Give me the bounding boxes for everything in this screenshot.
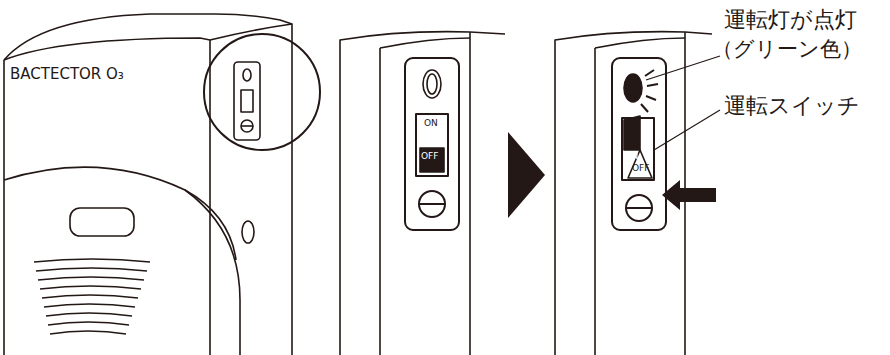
front-shell bbox=[4, 167, 240, 355]
device-side-edge bbox=[209, 40, 211, 355]
speaker-grille bbox=[34, 259, 150, 334]
brand-name: BACTECTOR O₃ bbox=[10, 66, 124, 83]
side-switch bbox=[241, 90, 253, 112]
side-control-strip bbox=[234, 62, 260, 140]
control-strip bbox=[405, 58, 459, 230]
device-outline bbox=[4, 14, 292, 355]
lamp-lit bbox=[624, 74, 642, 102]
control-strip bbox=[612, 58, 666, 230]
panel-edge bbox=[595, 38, 685, 48]
press-arrow bbox=[662, 180, 716, 210]
grille-slot bbox=[38, 277, 144, 280]
grille-slot bbox=[40, 286, 141, 289]
side-socket bbox=[242, 221, 254, 243]
callout-label: 運転灯が点灯 bbox=[724, 8, 857, 32]
side-screw bbox=[241, 120, 253, 132]
screw bbox=[419, 191, 445, 217]
panel-outline bbox=[340, 32, 505, 115]
rocker-pressed bbox=[624, 116, 640, 150]
panel-outline bbox=[339, 115, 341, 355]
callout-label: （グリーン色） bbox=[712, 38, 862, 61]
device-front-edge bbox=[3, 60, 5, 355]
leader-line bbox=[654, 110, 720, 150]
highlight-circle bbox=[204, 34, 320, 150]
step-arrow bbox=[508, 132, 545, 218]
device-top-edge bbox=[4, 38, 210, 60]
panel-edge bbox=[594, 48, 596, 355]
grille-slot bbox=[48, 322, 129, 325]
grille-slot bbox=[36, 268, 147, 271]
panel-edge bbox=[380, 38, 470, 48]
panel-edge bbox=[379, 48, 381, 355]
leader-line bbox=[646, 56, 720, 80]
lamp-off bbox=[423, 70, 441, 98]
rocker-lower-half bbox=[420, 148, 444, 172]
switch-on-label: ON bbox=[424, 119, 438, 129]
grille-slot bbox=[50, 331, 126, 334]
lamp-off-inner bbox=[427, 74, 437, 94]
screw bbox=[626, 195, 652, 221]
panel-outline bbox=[555, 32, 712, 115]
grille-slot bbox=[42, 295, 138, 298]
front-shell-inner bbox=[185, 190, 236, 260]
switch-on-label: ON bbox=[626, 153, 638, 162]
side-lamp bbox=[243, 69, 251, 81]
screw-slot bbox=[420, 203, 444, 205]
screw-slot bbox=[627, 207, 651, 209]
front-button bbox=[70, 208, 134, 236]
grille-slot bbox=[44, 304, 135, 307]
switch-off-label: OFF bbox=[632, 164, 649, 174]
callout-label: 運転スイッチ bbox=[724, 94, 860, 118]
switch-off-label: OFF bbox=[421, 152, 438, 162]
grille-slot bbox=[46, 313, 132, 316]
panel-edge bbox=[469, 32, 471, 355]
side-screw-slot bbox=[241, 125, 253, 127]
lamp-rays bbox=[641, 70, 658, 112]
panel-outline bbox=[554, 115, 556, 355]
grille-slot bbox=[34, 259, 150, 262]
rocker-switch bbox=[416, 114, 448, 176]
